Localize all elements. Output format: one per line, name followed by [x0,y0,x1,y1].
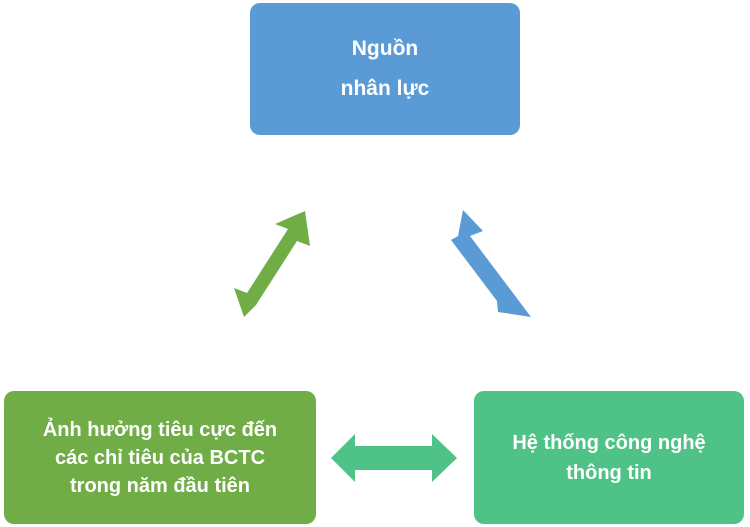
node-right-line-1: Hệ thống công nghệ [512,431,706,454]
node-anh-huong-bctc: Ảnh hưởng tiêu cực đến các chỉ tiêu của … [4,391,316,524]
node-top-line-1: Nguồn [351,37,419,60]
node-left-line-1: Ảnh hưởng tiêu cực đến [42,418,278,441]
arrow-bottom [331,434,457,482]
node-he-thong-cntt: Hệ thống công nghệ thông tin [474,391,744,524]
node-right-line-2: thông tin [566,461,652,484]
node-nguon-nhan-luc: Nguồn nhân lực [250,3,520,135]
arrow-top-right [451,210,531,317]
node-left-line-2: các chỉ tiêu của BCTC [54,446,266,469]
node-left-line-3: trong năm đầu tiên [70,474,250,497]
node-top-line-2: nhân lực [340,77,430,100]
arrow-top-left [234,211,310,317]
